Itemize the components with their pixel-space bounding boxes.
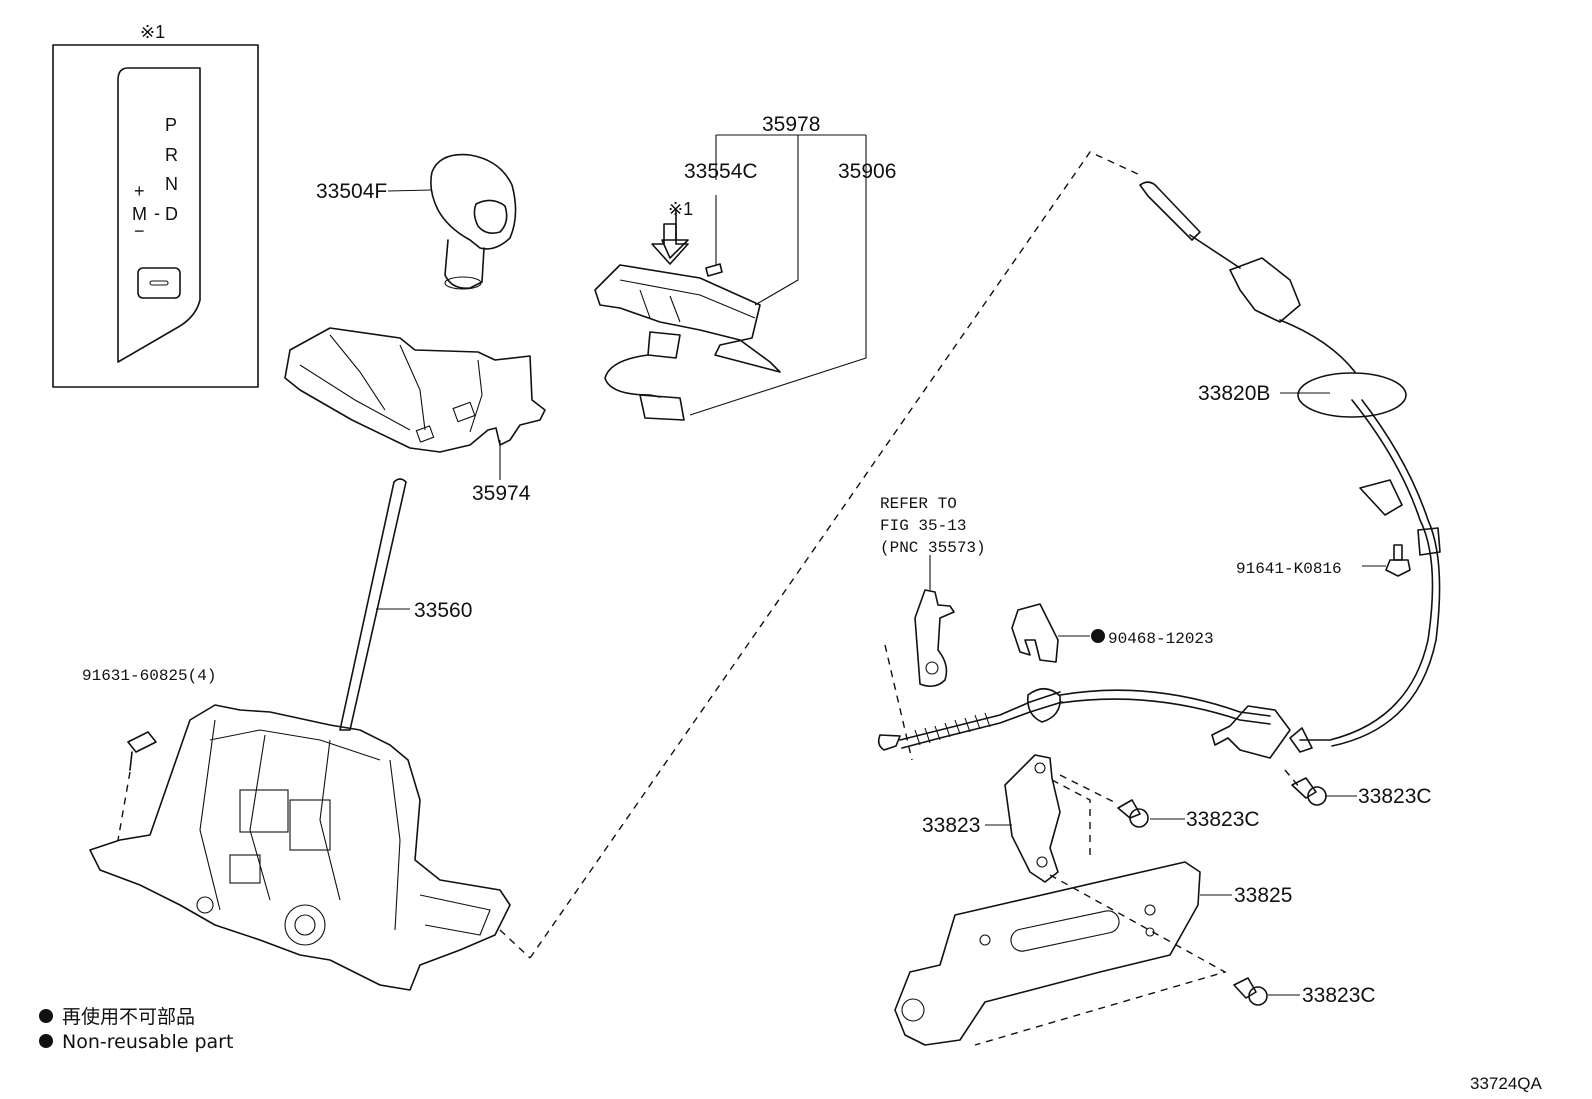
- indicator-assembly: ※1: [594, 199, 781, 421]
- transmission-control-cable: [1139, 181, 1441, 753]
- non-reusable-dot-icon: [1091, 629, 1105, 643]
- bracket-bolt-2: [1291, 777, 1327, 806]
- label-knob: 33504F: [316, 180, 387, 203]
- gear-p: P: [165, 115, 177, 135]
- label-clip: 90468-12023: [1108, 630, 1214, 648]
- label-indicator-assy: 35978: [762, 113, 820, 136]
- leader-lines: [376, 134, 1386, 996]
- refer-line-3: (PNC 35573): [880, 539, 986, 557]
- legend-text-jp: 再使用不可部品: [62, 1006, 195, 1028]
- label-bracket-bolt-3: 33823C: [1302, 984, 1376, 1007]
- refer-line-1: REFER TO: [880, 495, 957, 513]
- label-shift-lever: 33560: [414, 599, 472, 622]
- figure-id: 33724QA: [1470, 1074, 1542, 1093]
- cable-bracket-retainer: [894, 861, 1227, 1046]
- lever-link-reference: [914, 555, 955, 688]
- cable-bracket: [1004, 754, 1091, 883]
- shift-cable-end: [877, 644, 1301, 789]
- gear-minus: −: [134, 221, 145, 241]
- lever-base-screw: [117, 731, 157, 841]
- assembly-dashed-outline: [529, 151, 1141, 959]
- indicator-panel-inset: ※1 P R N + M - D −: [52, 22, 259, 388]
- gear-m: M: [132, 204, 147, 224]
- legend-dot-icon-jp: [39, 1009, 53, 1023]
- label-screw: 91631-60825(4): [82, 667, 216, 685]
- gear-n: N: [165, 174, 178, 194]
- label-bulb-socket: 33554C: [684, 160, 758, 183]
- cable-clip: [1011, 603, 1105, 663]
- shift-button-icon: [137, 267, 181, 299]
- label-retainer: 33825: [1234, 884, 1292, 907]
- label-wire: 35906: [838, 160, 896, 183]
- gear-plus: +: [134, 181, 145, 201]
- refer-line-2: FIG 35-13: [880, 517, 966, 535]
- cable-bracket-bolt: [1385, 544, 1411, 577]
- label-bracket: 33823: [922, 814, 980, 837]
- indicator-housing: [284, 327, 546, 453]
- label-control-cable: 33820B: [1198, 382, 1270, 405]
- arrow-note-ref: ※1: [668, 199, 693, 219]
- legend-text-en: Non-reusable part: [62, 1031, 233, 1053]
- gear-r: R: [165, 145, 178, 165]
- legend: 再使用不可部品 Non-reusable part: [39, 1006, 233, 1053]
- gear-dash: -: [154, 203, 160, 223]
- gear-d: D: [165, 204, 178, 224]
- shift-lever-assembly: [89, 478, 511, 991]
- shift-knob: [430, 153, 517, 290]
- label-housing: 35974: [472, 482, 531, 505]
- label-bracket-bolt-1: 33823C: [1186, 808, 1260, 831]
- label-bracket-bolt-2: 33823C: [1358, 785, 1432, 808]
- bracket-bolt-3: [1233, 977, 1268, 1006]
- inset-note-ref: ※1: [140, 22, 165, 42]
- legend-dot-icon-en: [39, 1034, 53, 1048]
- bracket-bolt-1: [1059, 774, 1149, 828]
- label-cable-bolt: 91641-K0816: [1236, 560, 1342, 578]
